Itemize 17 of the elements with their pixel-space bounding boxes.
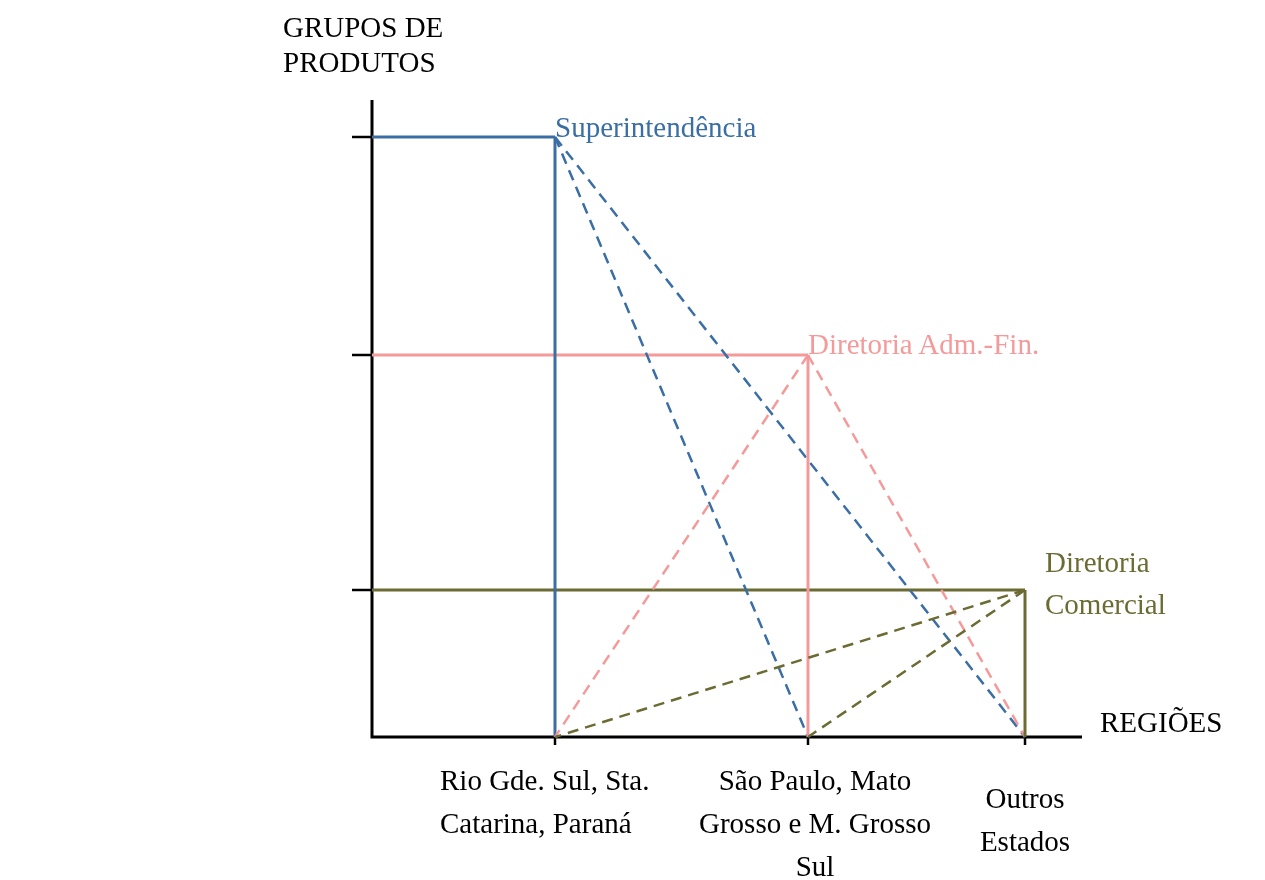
axis-title: REGIÕES xyxy=(1100,705,1224,740)
region-label: São Paulo, Mato Grosso e M. Grosso Sul xyxy=(698,763,932,880)
dashed-line xyxy=(553,354,810,738)
level-label: Diretoria Comercial xyxy=(1045,545,1167,623)
axis-title: GRUPOS DE PRODUTOS xyxy=(283,10,445,80)
level-label: Superintendência xyxy=(555,110,758,145)
connector-line xyxy=(553,137,557,737)
dashed-line xyxy=(553,136,810,738)
connector-line xyxy=(806,355,810,737)
connector-line xyxy=(1023,590,1027,737)
region-label: Outros Estados xyxy=(978,781,1072,859)
level-label: Diretoria Adm.-Fin. xyxy=(808,327,1041,362)
region-label: Rio Gde. Sul, Sta. Catarina, Paraná xyxy=(440,763,651,841)
dashed-line xyxy=(807,588,1026,739)
dashed-line xyxy=(554,136,1026,738)
dashed-line xyxy=(554,588,1026,739)
dashed-line xyxy=(806,354,1027,738)
